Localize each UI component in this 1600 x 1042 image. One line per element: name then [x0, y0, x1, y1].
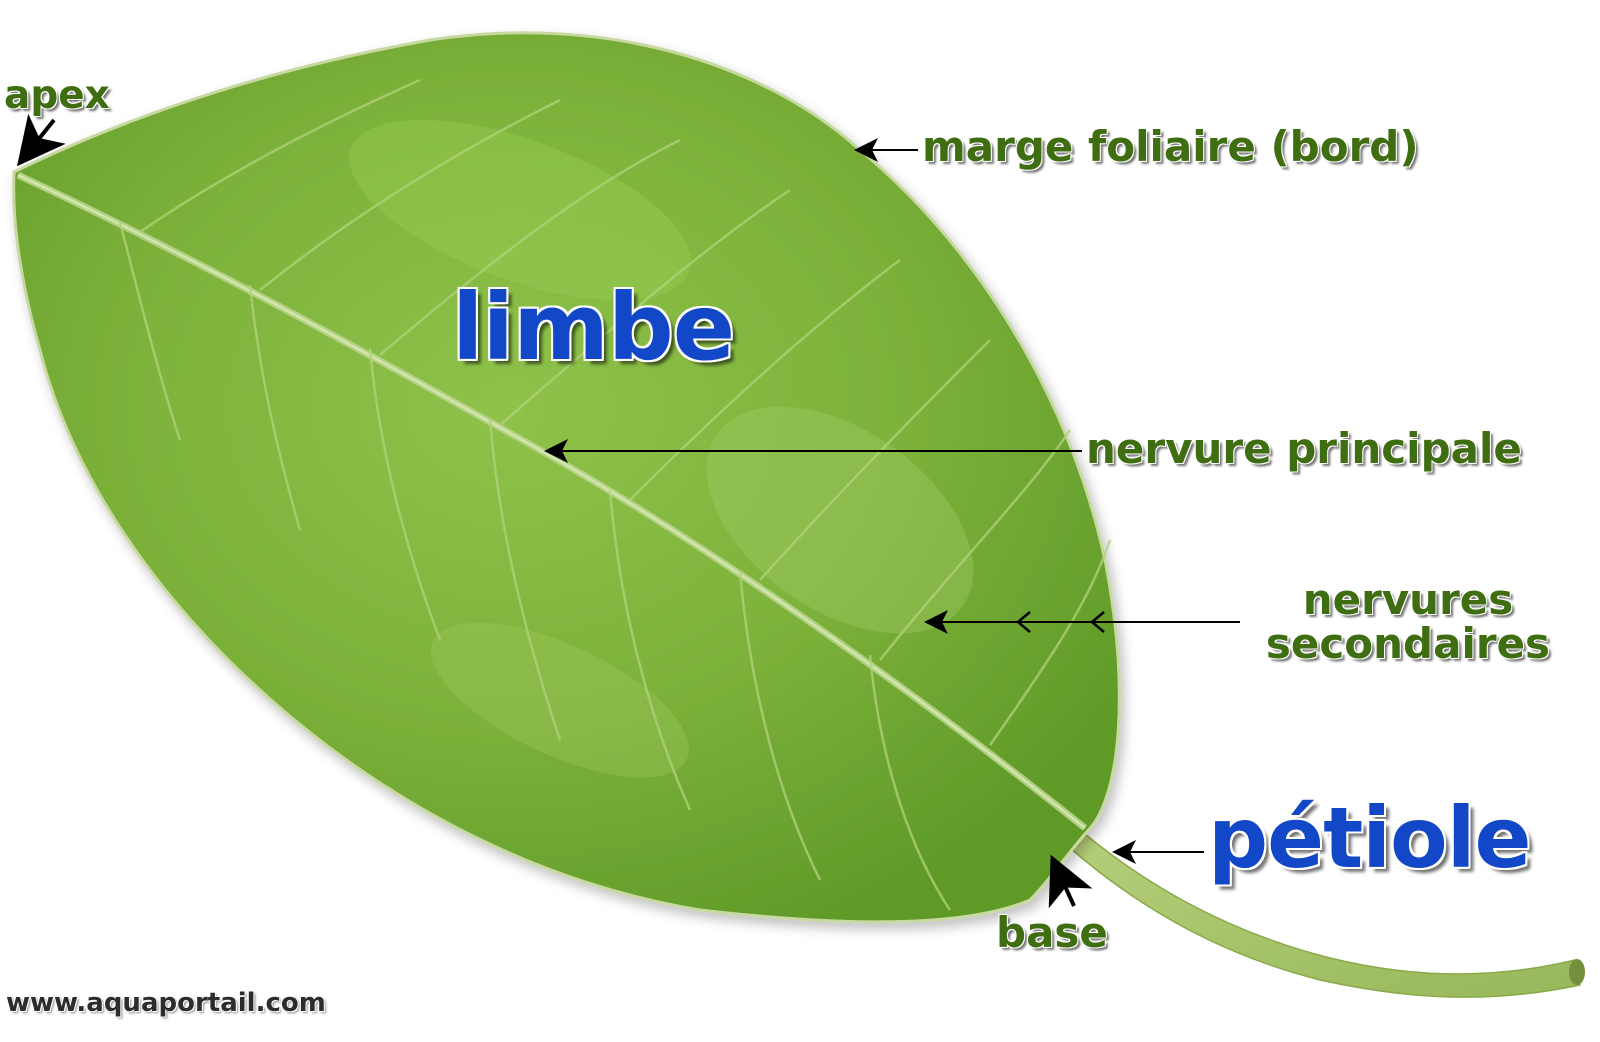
secondary-vein-arrowhead [1016, 611, 1031, 633]
midrib-vein-core [17, 173, 1086, 829]
secondary-vein-arrowhead [1090, 611, 1105, 633]
petiole-label: pétiole [1208, 789, 1532, 887]
website-watermark[interactable]: www.aquaportail.com [6, 988, 326, 1018]
margin-label: marge foliaire (bord) [922, 122, 1419, 171]
leaf-blade [12, 31, 1121, 924]
petiole-tip [1569, 959, 1585, 985]
leaf-highlight [431, 622, 689, 778]
secondary-veins [118, 78, 1112, 911]
secondary-veins-label-line2: secondaires [1265, 619, 1551, 668]
secondary-veins-label: nervures secondaires [1250, 578, 1566, 666]
petiole-stalk [1069, 828, 1581, 998]
apex-arrow [17, 113, 66, 167]
leaf-highlight [349, 119, 691, 301]
base-label: base [996, 908, 1108, 957]
base-arrow [1048, 854, 1093, 909]
leaf-highlight [706, 406, 974, 634]
midrib-label: nervure principale [1086, 424, 1522, 473]
apex-label: apex [4, 73, 110, 118]
secondary-veins-label-line1: nervures [1302, 575, 1514, 624]
blade-label: limbe [452, 274, 735, 381]
